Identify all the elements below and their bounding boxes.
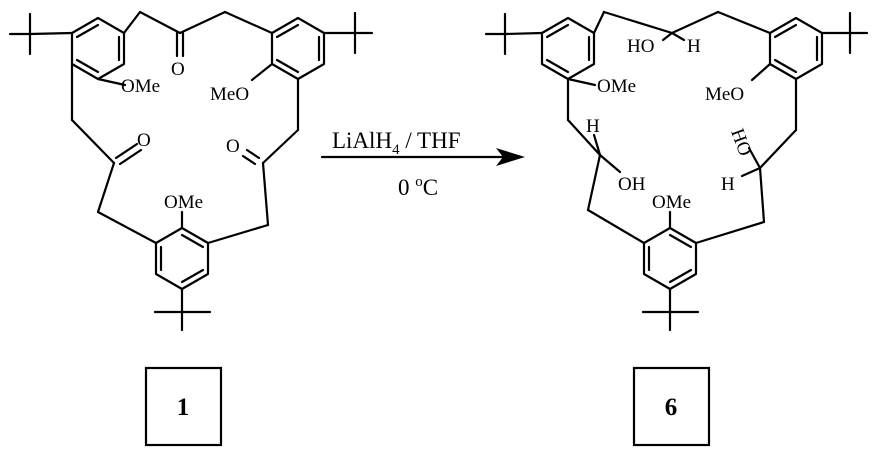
product-ome-bond-right xyxy=(750,62,772,82)
compound-6-label: 6 xyxy=(665,394,678,421)
product-ho-top-label: HO xyxy=(627,36,654,57)
product-h-top-label: H xyxy=(687,36,701,57)
product-oh-left-label: OH xyxy=(618,174,646,195)
reagent-label: LiAlH4 / THF xyxy=(332,128,461,158)
reaction-arrow-head xyxy=(496,148,525,166)
reactant-meo-top-label: MeO xyxy=(210,84,249,105)
product-right-bridge xyxy=(694,77,798,245)
reactant-left-tbu xyxy=(8,12,74,56)
reactant-right-tbu xyxy=(322,11,374,55)
compound-6-box: 6 xyxy=(632,366,711,447)
reactant-ome-bond-left xyxy=(96,77,127,87)
product-right-ring xyxy=(768,16,824,81)
product-structure: HO H OMe MeO H OH HO H OMe xyxy=(484,10,869,332)
compound-1-label: 1 xyxy=(177,394,190,421)
reactant-top-bridge xyxy=(122,10,274,58)
reactant-ome-bond-right xyxy=(250,62,274,82)
product-bottom-tbu xyxy=(641,287,700,332)
reaction-arrow-group: LiAlH4 / THF 0 oC xyxy=(320,128,525,200)
product-left-ring xyxy=(540,16,596,81)
reactant-ketone-o-top: O xyxy=(171,59,185,80)
product-bottom-ring xyxy=(642,226,698,291)
reactant-left-ring xyxy=(70,16,126,81)
product-h-left-label: H xyxy=(586,116,600,137)
product-ome-top-label: OMe xyxy=(597,76,636,97)
product-top-bridge xyxy=(592,10,772,42)
product-ome-bond-left xyxy=(566,77,597,87)
temperature-label: 0 oC xyxy=(398,174,438,200)
product-right-tbu xyxy=(820,11,869,55)
product-left-tbu xyxy=(484,12,544,56)
product-ome-bottom-label: OMe xyxy=(652,192,691,213)
product-h-right-label: H xyxy=(721,174,735,195)
reactant-right-bridge xyxy=(206,77,300,245)
reactant-structure: OMe MeO OMe O O O xyxy=(8,10,374,332)
reactant-bottom-ring xyxy=(154,226,210,291)
compound-1-box: 1 xyxy=(144,366,223,447)
reactant-ketone-o-left: O xyxy=(137,130,151,151)
reactant-ketone-o-right: O xyxy=(226,136,240,157)
reactant-ome-top-label: OMe xyxy=(121,76,160,97)
reactant-right-ring xyxy=(270,16,326,81)
reactant-left-bridge xyxy=(70,62,158,245)
reactant-bottom-tbu xyxy=(153,287,212,332)
product-left-bridge xyxy=(566,77,646,245)
reactant-ome-bottom-label: OMe xyxy=(164,192,203,213)
product-meo-top-label: MeO xyxy=(705,84,744,105)
